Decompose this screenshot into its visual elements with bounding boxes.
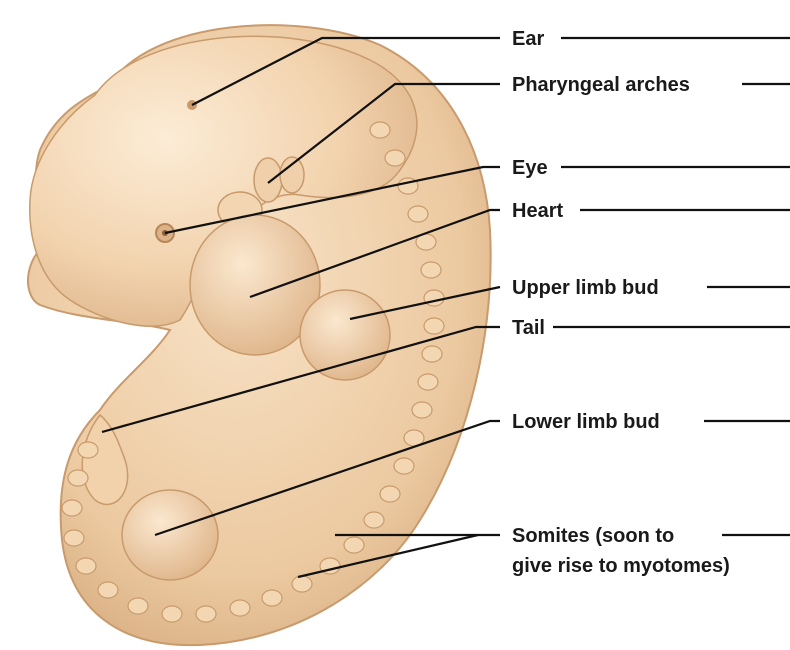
label-somites-line1: Somites (soon to (512, 525, 674, 547)
label-somites-line2: give rise to myotomes) (512, 555, 730, 577)
embryo-illustration (28, 25, 491, 645)
label-pharyngeal-arches: Pharyngeal arches (512, 74, 690, 96)
label-lower-limb-bud: Lower limb bud (512, 411, 660, 433)
upper-limb-bud-shape (300, 290, 390, 380)
label-upper-limb-bud: Upper limb bud (512, 277, 659, 299)
label-eye: Eye (512, 157, 548, 179)
label-heart: Heart (512, 200, 563, 222)
label-ear: Ear (512, 28, 544, 50)
label-tail: Tail (512, 317, 545, 339)
labels: Ear Pharyngeal arches Eye Heart Upper li… (512, 28, 730, 577)
lower-limb-bud-shape (122, 490, 218, 580)
